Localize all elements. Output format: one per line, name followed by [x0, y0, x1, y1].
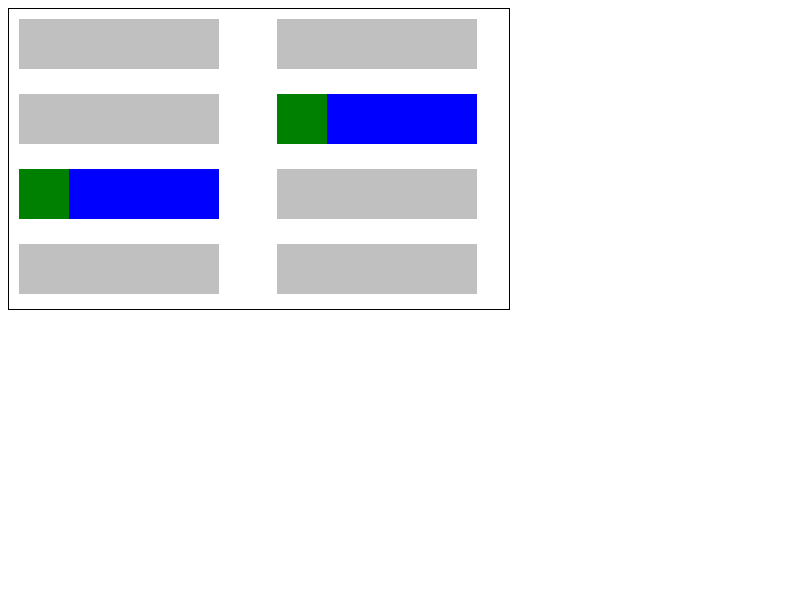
- tile-empty: [277, 169, 477, 219]
- tile-r0-c1[interactable]: [277, 19, 477, 69]
- tiles-panel: [8, 8, 510, 310]
- tile-empty: [277, 19, 477, 69]
- tile-r1-c0[interactable]: [19, 94, 219, 144]
- tile-r1-c1[interactable]: [277, 94, 477, 144]
- tile-fill-a: [19, 169, 69, 219]
- tile-empty: [19, 244, 219, 294]
- tile-r2-c1[interactable]: [277, 169, 477, 219]
- tile-r2-c0[interactable]: [19, 169, 219, 219]
- tile-empty: [277, 244, 477, 294]
- tile-fill-b: [327, 94, 477, 144]
- tile-empty: [19, 94, 219, 144]
- tile-fill-a: [277, 94, 327, 144]
- tile-r0-c0[interactable]: [19, 19, 219, 69]
- tile-r3-c0[interactable]: [19, 244, 219, 294]
- tile-r3-c1[interactable]: [277, 244, 477, 294]
- tile-empty: [19, 19, 219, 69]
- tile-fill-b: [69, 169, 219, 219]
